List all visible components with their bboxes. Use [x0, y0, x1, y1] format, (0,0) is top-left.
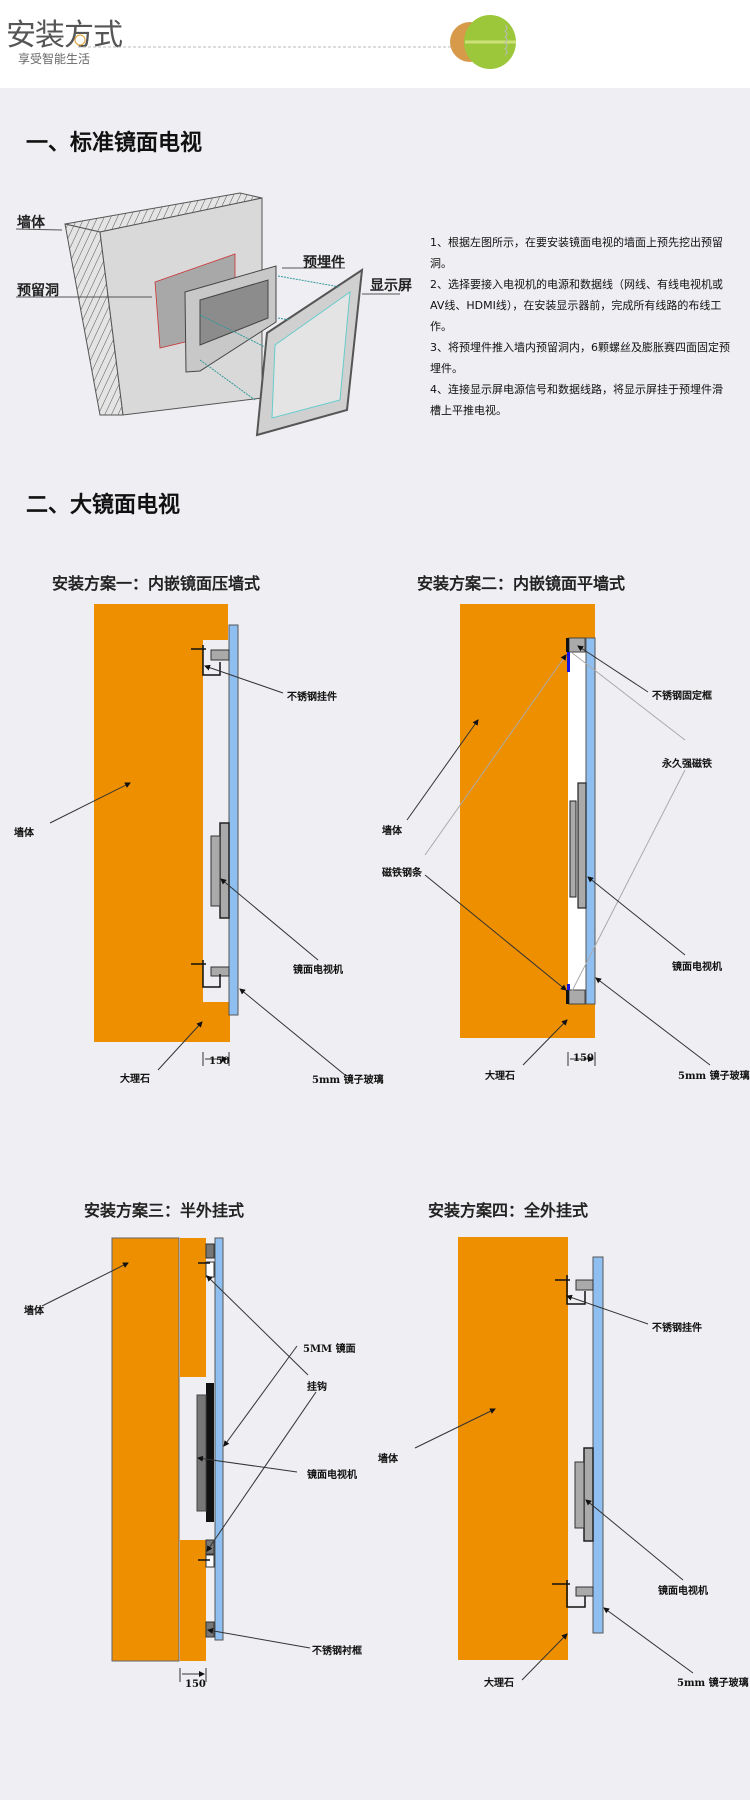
- plan2-magnet-label: 永久强磁铁: [662, 759, 712, 770]
- section2-heading: 二、大镜面电视: [26, 493, 181, 518]
- label-hole: 预留洞: [17, 283, 59, 299]
- plan1-title: 安装方案一：内嵌镜面压墙式: [52, 574, 261, 593]
- hanger-bottom: [191, 960, 230, 988]
- plan4-hanger-label: 不锈钢挂件: [652, 1323, 702, 1334]
- plan2-dim-label: 150: [573, 1053, 594, 1064]
- steel-frame: [205, 1621, 215, 1638]
- plan4-marble-label: 大理石: [484, 1678, 514, 1689]
- plan1-diagram: [49, 604, 346, 1076]
- step-4: 4、连接显示屏电源信号和数据线路，将显示屏挂于预埋件滑槽上平推电视。: [430, 383, 723, 417]
- step-1: 1、根据左图所示，在要安装镜面电视的墙面上预先挖出预留洞。: [430, 236, 723, 270]
- plan3-mirror-label: 5MM 镜面: [303, 1344, 356, 1355]
- plan2-diagram: [406, 604, 711, 1066]
- label-wall: 墙体: [17, 215, 45, 231]
- hanger-bottom: [552, 1580, 594, 1608]
- plan2-glass-label: 5mm 镜子玻璃: [678, 1071, 750, 1082]
- plan1-tv-label: 镜面电视机: [293, 965, 343, 976]
- tv-panel: [206, 1383, 214, 1522]
- plan2-strip-label: 磁铁钢条: [382, 868, 422, 879]
- step-2: 2、选择要接入电视机的电源和数据线（网线、有线电视机或AV线、HDMI线），在安…: [430, 278, 723, 333]
- plan3-tv-label: 镜面电视机: [307, 1470, 357, 1481]
- label-embed: 预埋件: [303, 255, 345, 271]
- plan3-dim-label: 150: [185, 1679, 206, 1690]
- plan1-dim-label: 150: [209, 1056, 230, 1067]
- leaf-icon: [450, 15, 516, 69]
- plan2-wall-label: 墙体: [382, 826, 402, 837]
- label-screen: 显示屏: [370, 278, 412, 294]
- plan3-hook-label: 挂钩: [307, 1382, 327, 1393]
- plan4-diagram: [414, 1237, 694, 1681]
- wall: [94, 604, 203, 1042]
- standard-install-diagram: [15, 192, 400, 437]
- marble-bottom: [180, 1540, 206, 1661]
- plan2-tv-label: 镜面电视机: [672, 962, 722, 973]
- page-subtitle: 享受智能生活: [18, 52, 91, 66]
- header-ring-icon: [74, 34, 86, 46]
- steel-frame-top: [568, 637, 586, 653]
- plan1-hanger-label: 不锈钢挂件: [287, 692, 337, 703]
- wall: [111, 1237, 180, 1662]
- plan2-marble-label: 大理石: [485, 1071, 515, 1082]
- mirror-glass: [592, 1256, 604, 1634]
- plan2-frame-label: 不锈钢固定框: [652, 691, 712, 702]
- plan2-title: 安装方案二：内嵌镜面平墙式: [417, 574, 626, 593]
- install-steps: 1、根据左图所示，在要安装镜面电视的墙面上预先挖出预留洞。 2、选择要接入电视机…: [430, 232, 732, 421]
- tv-body: [583, 1447, 594, 1542]
- magnet-strip-top: [566, 638, 569, 652]
- plan3-diagram: [41, 1237, 317, 1682]
- hanger-top: [191, 645, 230, 676]
- hanger-top: [555, 1275, 594, 1305]
- plan4-tv-label: 镜面电视机: [658, 1586, 708, 1597]
- plan4-glass-label: 5mm 镜子玻璃: [677, 1678, 749, 1689]
- magnet-bottom: [567, 984, 570, 990]
- magnet-top: [567, 652, 570, 672]
- plan3-frame-label: 不锈钢衬框: [312, 1646, 362, 1657]
- marble-top: [180, 1238, 206, 1377]
- step-3: 3、将预埋件推入墙内预留洞内，6颗螺丝及膨胀赛四面固定预埋件。: [430, 341, 730, 375]
- wall: [458, 1237, 568, 1660]
- plan1-marble-label: 大理石: [120, 1074, 150, 1085]
- hook-bottom: [205, 1554, 215, 1568]
- plan3-title: 安装方案三：半外挂式: [84, 1201, 245, 1220]
- tv-body: [219, 822, 230, 919]
- plan1-glass-label: 5mm 镜子玻璃: [312, 1075, 384, 1086]
- plan4-wall-label: 墙体: [378, 1454, 398, 1465]
- marble-top: [203, 604, 228, 640]
- magnet-strip-bottom: [566, 990, 569, 1004]
- mirror-glass: [214, 1237, 224, 1641]
- hook-top: [205, 1261, 215, 1278]
- plan1-wall-label: 墙体: [14, 828, 34, 839]
- section1-heading: 一、标准镜面电视: [26, 131, 203, 156]
- header: [0, 0, 750, 88]
- plan4-title: 安装方案四：全外挂式: [428, 1201, 589, 1220]
- tv-body: [577, 782, 587, 909]
- marble-bottom: [203, 1002, 230, 1042]
- mirror-glass: [228, 624, 239, 1016]
- plan3-wall-label: 墙体: [24, 1306, 44, 1317]
- tv-body: [196, 1394, 207, 1512]
